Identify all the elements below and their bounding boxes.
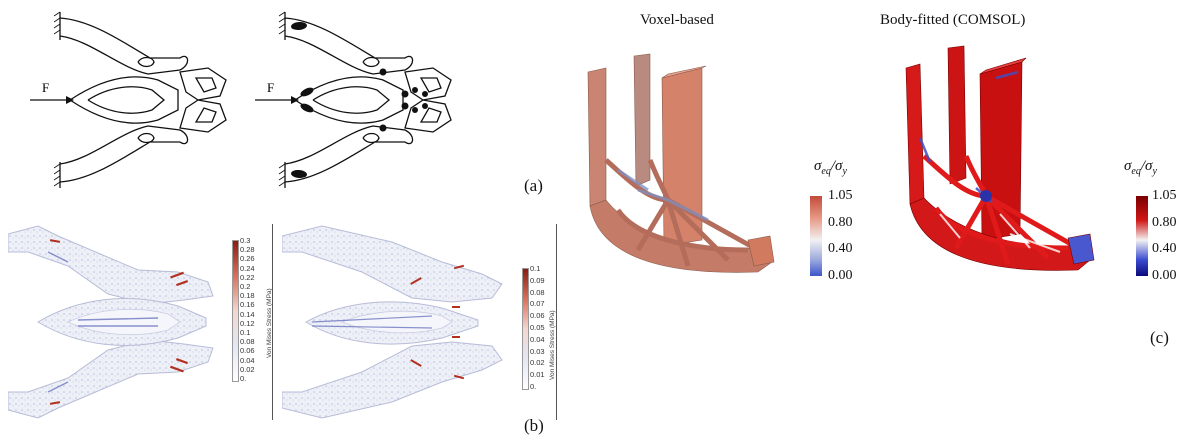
colorbar-tick-label: 0.26: [240, 254, 255, 264]
colorbar-tick-label: 0.40: [1152, 241, 1177, 257]
colorbar-tick-label: 0.80: [828, 214, 853, 230]
colorbar-title: Von Mises Stress (MPa): [549, 310, 556, 380]
panel-b-label: (b): [524, 416, 544, 435]
colorbar-tick-label: 0.: [530, 382, 537, 391]
divider-line: [556, 224, 557, 420]
panel-a-label: (a): [524, 176, 543, 195]
colorbar-tick-label: 0.1: [530, 264, 541, 273]
colorbar-tick-label: 0.28: [240, 245, 255, 255]
panel-a-schematic-right: F: [255, 11, 452, 188]
colorbar-tick-label: 0.03: [530, 346, 545, 356]
colorbar-tick-label: 0.40: [828, 241, 853, 257]
colorbar-gradient: [232, 240, 239, 382]
colorbar-tick-label: 0.00: [828, 268, 853, 283]
colorbar-tick-label: 0.24: [240, 263, 255, 273]
colorbar-tick-label: 0.05: [530, 323, 545, 332]
colorbar-tick-label: 0.80: [1152, 214, 1177, 230]
panel-a-schematic-left: F: [30, 11, 227, 188]
title-comsol: Body-fitted (COMSOL): [880, 12, 1026, 28]
colorbar-tick-label: 0.: [240, 374, 247, 383]
colorbar-gradient: [1136, 196, 1148, 276]
panel-b-colorbar-right: 0.1 0.09 0.08 0.07 0.06 0.05 0.04 0.03 0.02 0.01 0…: [522, 264, 556, 398]
colorbar-tick-label: 1.05: [1152, 188, 1177, 203]
colorbar-tick-label: 0.1: [240, 328, 251, 337]
colorbar-ticks: 1.05 0.80 0.40 0.00: [828, 188, 878, 284]
panel-b-stress-right: [282, 225, 503, 419]
colorbar-tick-label: 1.05: [828, 188, 853, 203]
colorbar-symbol: σeq/σy: [1124, 158, 1157, 177]
colorbar-tick-label: 0.02: [240, 364, 255, 374]
colorbar-tick-label: 0.01: [530, 370, 545, 380]
colorbar-tick-label: 0.12: [240, 318, 255, 328]
colorbar-tick-label: 0.07: [530, 299, 545, 309]
colorbar-tick-label: 0.06: [240, 346, 255, 356]
colorbar-tick-label: 0.02: [530, 358, 545, 368]
panel-c-colorbar-left: σeq/σy 1.05 0.80 0.40 0.00: [810, 158, 880, 288]
colorbar-tick-label: 0.16: [240, 300, 255, 310]
colorbar-tick-label: 0.08: [240, 337, 255, 347]
colorbar-tick-label: 0.14: [240, 309, 255, 319]
colorbar-tick-label: 0.22: [240, 272, 255, 282]
colorbar-tick-label: 0.06: [530, 311, 545, 321]
colorbar-tick-label: 0.04: [240, 355, 255, 365]
panel-b-stress-left: [8, 225, 214, 419]
colorbar-symbol: σeq/σy: [814, 158, 847, 177]
panel-c-label: (c): [1150, 328, 1169, 347]
colorbar-gradient: [522, 268, 529, 390]
force-label-left: F: [42, 80, 49, 95]
colorbar-tick-label: 0.3: [240, 236, 251, 245]
voxel-3d-model: [587, 53, 775, 273]
colorbar-tick-label: 0.00: [1152, 268, 1177, 283]
colorbar-tick-label: 0.18: [240, 291, 255, 301]
title-voxel: Voxel-based: [640, 12, 714, 28]
colorbar-tick-label: 0.04: [530, 334, 545, 344]
colorbar-ticks: 1.05 0.80 0.40 0.00: [1152, 188, 1184, 284]
colorbar-ticks: 0.1 0.09 0.08 0.07 0.06 0.05 0.04 0.03 0.02 0.01 0…: [530, 264, 554, 394]
comsol-3d-model: [905, 45, 1095, 271]
panel-c-colorbar-right: σeq/σy 1.05 0.80 0.40 0.00: [1124, 158, 1184, 288]
colorbar-gradient: [810, 196, 822, 276]
divider-line: [272, 224, 273, 420]
colorbar-tick-label: 0.2: [240, 282, 251, 291]
colorbar-tick-label: 0.09: [530, 275, 545, 285]
colorbar-tick-label: 0.08: [530, 287, 545, 297]
force-label-right: F: [267, 80, 274, 95]
